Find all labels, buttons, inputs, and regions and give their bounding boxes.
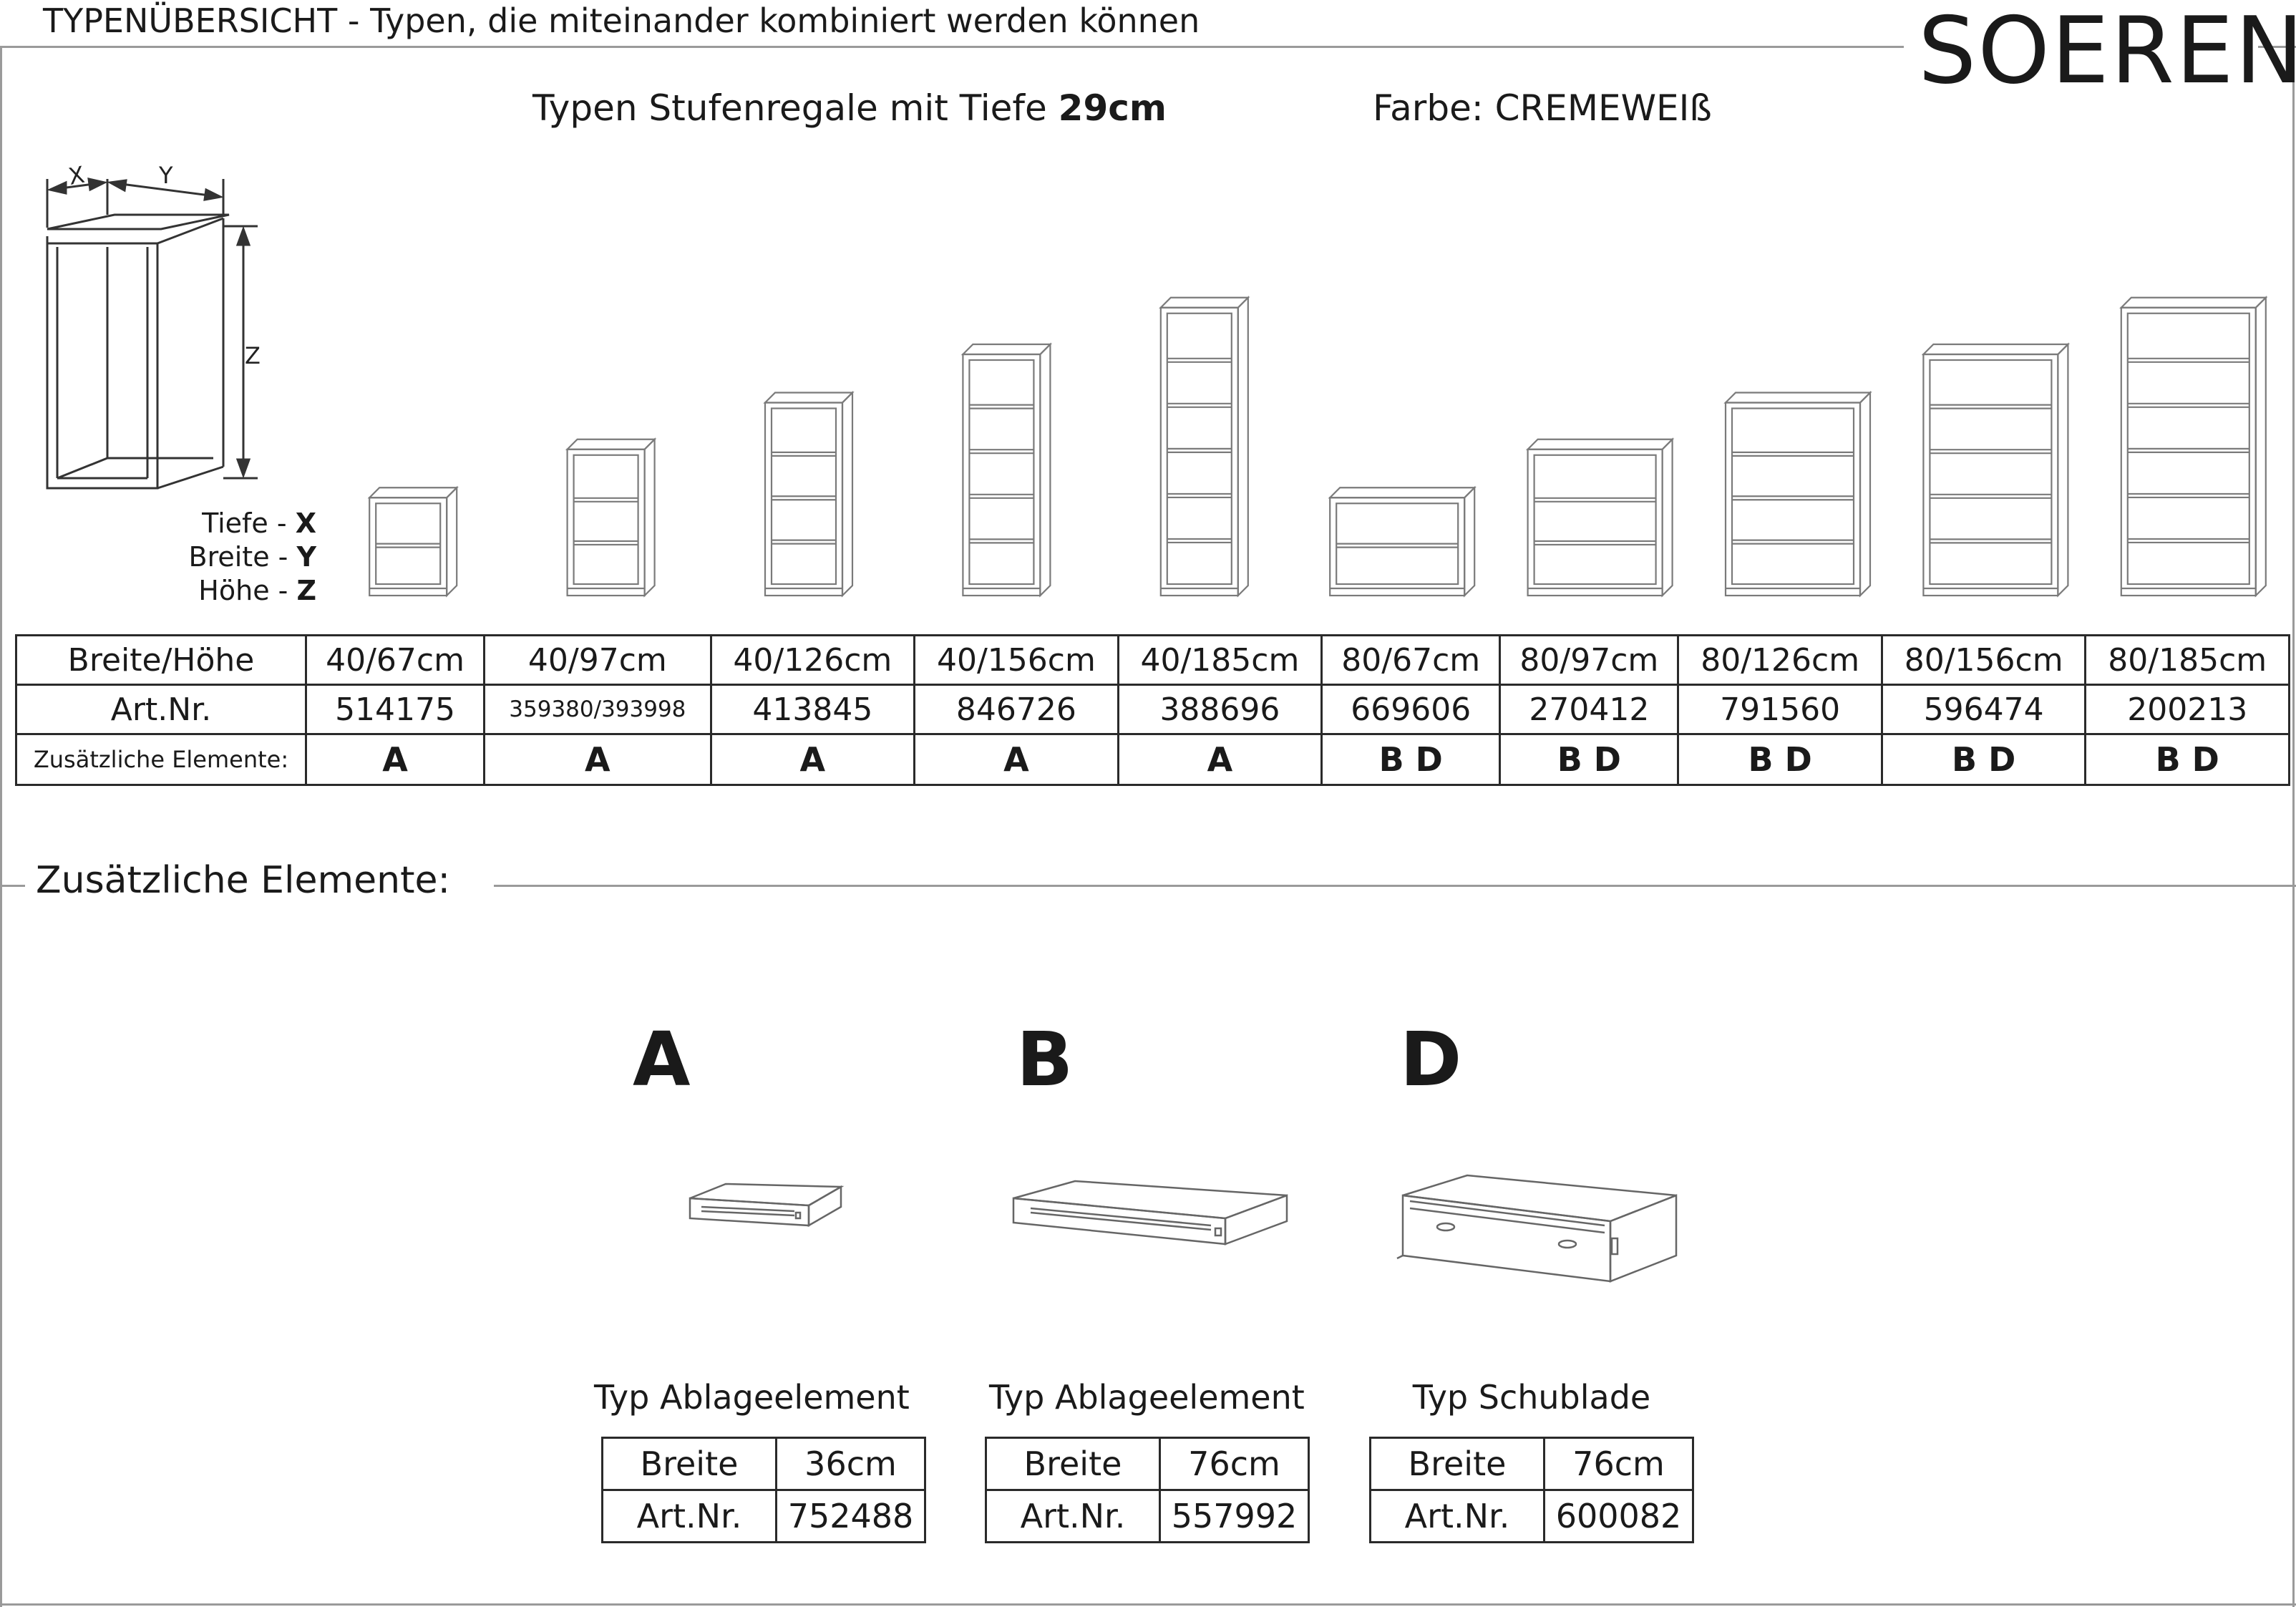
extras-cell: A <box>1117 733 1323 786</box>
element-letter-d: D <box>1400 1016 1462 1103</box>
size-cell: 80/126cm <box>1677 634 1883 686</box>
frame-bottom-line <box>0 1603 2296 1606</box>
size-cell: 80/97cm <box>1499 634 1680 686</box>
element-b-width-label: Breite <box>985 1437 1161 1491</box>
article-cell: 669606 <box>1320 684 1502 735</box>
extras-cell: B D <box>1499 733 1680 786</box>
shelf-drawing <box>2119 296 2268 598</box>
shelf-drawing <box>1328 485 1477 598</box>
section-title: Zusätzliche Elemente: <box>36 859 450 902</box>
extras-cell: A <box>304 733 486 786</box>
size-cell: 40/126cm <box>709 634 916 686</box>
size-cell: 40/67cm <box>304 634 486 686</box>
element-letter-b: B <box>1016 1016 1074 1103</box>
element-b-drawing <box>1012 1180 1288 1246</box>
element-d-drawing <box>1396 1174 1678 1283</box>
legend-width: Breite - Y <box>188 541 316 573</box>
article-cell: 791560 <box>1677 684 1883 735</box>
brand-name: SOEREN <box>1918 0 2296 105</box>
article-cell: 200213 <box>2084 684 2290 735</box>
subtitle: Typen Stufenregale mit Tiefe 29cm <box>532 87 1167 129</box>
document-title: TYPENÜBERSICHT - Typen, die miteinander … <box>43 1 1200 40</box>
extras-cell: B D <box>1677 733 1883 786</box>
extras-cell: A <box>913 733 1119 786</box>
diagram-top-face <box>47 213 230 230</box>
section-line-right <box>494 885 2296 887</box>
element-a-drawing <box>689 1183 845 1228</box>
element-a-width-label: Breite <box>601 1437 777 1491</box>
extras-cell: B D <box>2084 733 2290 786</box>
element-a-width: 36cm <box>775 1437 926 1491</box>
element-d-type: Typ Schublade <box>1412 1378 1651 1417</box>
shelf-drawings <box>367 296 2268 598</box>
dimension-diagram: X Y Z <box>46 161 261 490</box>
size-cell: 40/97cm <box>483 634 712 686</box>
article-cell: 359380/393998 <box>483 684 712 735</box>
element-d-art-label: Art.Nr. <box>1369 1489 1545 1543</box>
size-cell: 80/156cm <box>1880 634 2087 686</box>
frame-top-line-right <box>2258 46 2296 48</box>
subtitle-prefix: Typen Stufenregale mit Tiefe <box>532 87 1059 129</box>
frame-top-line <box>0 46 1904 48</box>
row-header-size: Breite/Höhe <box>15 634 307 686</box>
extras-cell: B D <box>1320 733 1502 786</box>
element-d-width-label: Breite <box>1369 1437 1545 1491</box>
frame-right-line <box>2292 46 2295 1607</box>
row-header-extras: Zusätzliche Elemente: <box>15 733 307 786</box>
shelf-drawing <box>763 390 855 598</box>
element-a-art-label: Art.Nr. <box>601 1489 777 1543</box>
subtitle-depth: 29cm <box>1058 87 1167 129</box>
size-cell: 40/185cm <box>1117 634 1323 686</box>
shelf-drawing <box>367 485 459 598</box>
element-a-type: Typ Ablageelement <box>594 1378 910 1417</box>
article-cell: 413845 <box>709 684 916 735</box>
size-cell: 80/67cm <box>1320 634 1502 686</box>
article-cell: 596474 <box>1880 684 2087 735</box>
dimension-legend: Tiefe - X Breite - Y Höhe - Z <box>157 507 316 608</box>
axis-y-label: Y <box>158 162 173 189</box>
element-d-width: 76cm <box>1543 1437 1694 1491</box>
article-cell: 388696 <box>1117 684 1323 735</box>
extras-cell: A <box>709 733 916 786</box>
element-b-art: 557992 <box>1159 1489 1310 1543</box>
legend-height: Höhe - Z <box>198 575 316 606</box>
element-b-type: Typ Ablageelement <box>989 1378 1305 1417</box>
element-a-art: 752488 <box>775 1489 926 1543</box>
element-letter-a: A <box>633 1016 691 1103</box>
size-cell: 80/185cm <box>2084 634 2290 686</box>
colour-label: Farbe: CREMEWEIß <box>1373 87 1712 129</box>
element-b-width: 76cm <box>1159 1437 1310 1491</box>
article-cell: 514175 <box>304 684 486 735</box>
shelf-drawing <box>565 437 657 598</box>
legend-depth: Tiefe - X <box>202 508 316 539</box>
extras-cell: A <box>483 733 712 786</box>
section-line-left <box>0 885 25 887</box>
extras-cell: B D <box>1880 733 2087 786</box>
frame-left-line <box>0 46 2 1607</box>
element-b-art-label: Art.Nr. <box>985 1489 1161 1543</box>
row-header-article: Art.Nr. <box>15 684 307 735</box>
shelf-drawing <box>960 342 1053 598</box>
article-cell: 270412 <box>1499 684 1680 735</box>
size-cell: 40/156cm <box>913 634 1119 686</box>
shelf-drawing <box>1723 390 1872 598</box>
shelf-drawing <box>1525 437 1675 598</box>
shelf-drawing <box>1159 296 1250 598</box>
article-cell: 846726 <box>913 684 1119 735</box>
element-d-art: 600082 <box>1543 1489 1694 1543</box>
axis-z-label: Z <box>245 342 261 369</box>
shelf-drawing <box>1921 342 2071 598</box>
